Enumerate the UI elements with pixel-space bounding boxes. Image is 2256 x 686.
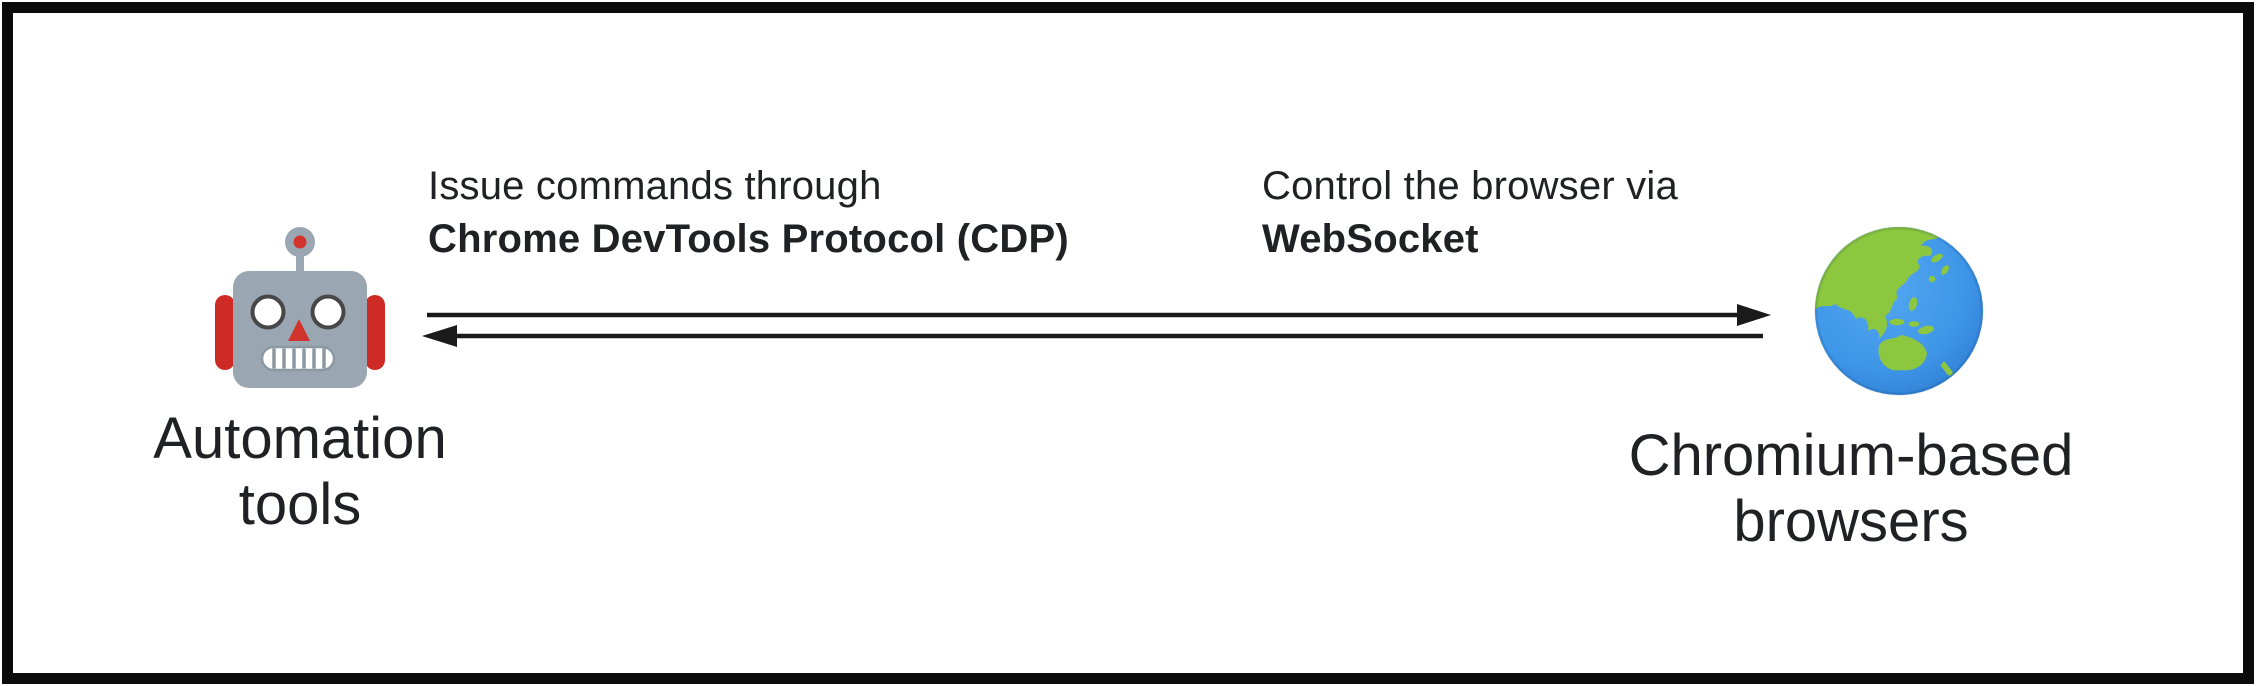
left-node-label: Automation tools [100, 406, 500, 538]
annotation-line-bold: Chrome DevTools Protocol (CDP) [428, 217, 1069, 261]
right-arrow-annotation: Control the browser via WebSocket [1262, 160, 1678, 266]
left-arrow-annotation: Issue commands through Chrome DevTools P… [428, 160, 1069, 266]
globe-asia-australia-icon [1813, 225, 1985, 397]
right-node-label: Chromium-based browsers [1591, 423, 2111, 555]
left-node-label-line1: Automation [153, 406, 447, 471]
left-node-label-line2: tools [238, 472, 362, 537]
arrow-to-browser [427, 304, 1771, 326]
annotation-line-regular: Issue commands through [428, 164, 882, 208]
right-node-label-line1: Chromium-based [1628, 423, 2074, 488]
right-node-label-line2: browsers [1733, 489, 1969, 554]
annotation-line-bold: WebSocket [1262, 217, 1479, 261]
annotation-line-regular: Control the browser via [1262, 164, 1678, 208]
bidirectional-arrows [415, 298, 1775, 358]
arrow-to-tools [422, 325, 1763, 347]
robot-icon [214, 211, 386, 391]
